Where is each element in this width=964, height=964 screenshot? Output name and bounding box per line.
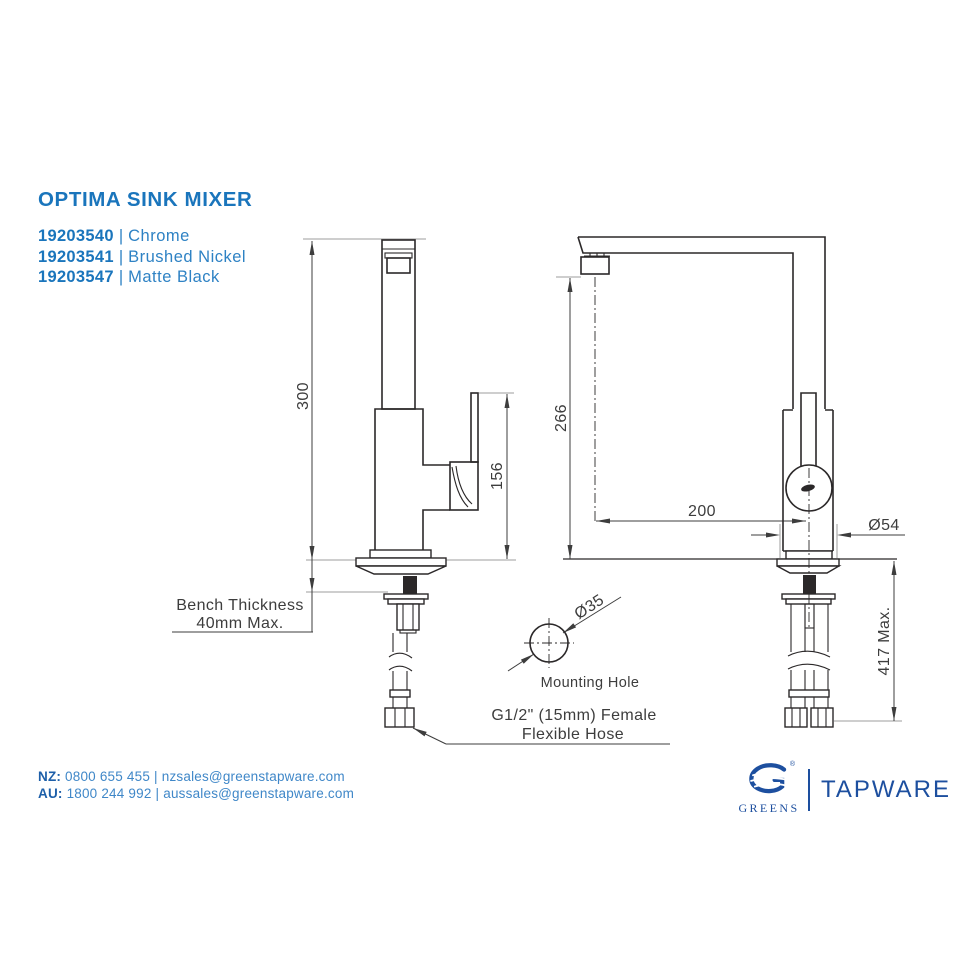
page-title: OPTIMA SINK MIXER <box>38 188 253 211</box>
contact-row-nz: NZ: 0800 655 455|nzsales@greenstapware.c… <box>38 769 354 786</box>
threaded-shank <box>403 576 417 594</box>
spout-arm <box>577 236 826 409</box>
product-code-row: 19203547|Matte Black <box>38 267 246 288</box>
email-address: aussales@greenstapware.com <box>163 785 355 801</box>
dim-spout-reach: 200 <box>688 503 716 520</box>
separator: | <box>154 769 158 784</box>
dim-handle-height: 156 <box>489 462 506 490</box>
separator: | <box>118 247 124 266</box>
hose-note-line2: Flexible Hose <box>522 726 624 743</box>
handle-lever-side <box>470 392 479 463</box>
mounting-hole-label: Mounting Hole <box>541 675 640 691</box>
product-code: 19203541 <box>38 247 114 266</box>
product-code-list: 19203540|Chrome 19203541|Brushed Nickel … <box>38 226 246 288</box>
base-flange <box>369 549 432 559</box>
dim-spout-height: 266 <box>553 404 570 432</box>
region-label: AU: <box>38 785 63 801</box>
brand-name: GREENS <box>738 801 800 815</box>
dim-total-height: 300 <box>295 382 312 410</box>
product-code: 19203547 <box>38 268 114 287</box>
flexible-hose <box>392 633 408 652</box>
product-code-row: 19203541|Brushed Nickel <box>38 247 246 268</box>
dim-install-height: 417 Max. <box>876 606 893 675</box>
phone-number: 0800 655 455 <box>65 769 151 784</box>
product-finish: Matte Black <box>128 268 220 287</box>
handle-housing <box>449 461 479 511</box>
handle-lever-front <box>800 392 817 466</box>
product-code: 19203540 <box>38 227 114 245</box>
side-view-linework <box>355 239 479 728</box>
dimension-lines <box>172 241 905 745</box>
separator: | <box>118 268 124 287</box>
brand-wordmark: TAPWARE <box>821 775 952 803</box>
hose-hex-fitting <box>810 707 834 728</box>
dimension-labels: 300 156 266 200 Ø54 417 Max. Ø35 Bench T… <box>176 382 899 743</box>
brand-logo: ® GREENS TAPWARE <box>737 761 952 816</box>
hose-hex-fitting <box>384 707 415 728</box>
centerlines <box>524 277 810 668</box>
mounting-nut <box>396 603 420 631</box>
registered-mark: ® <box>789 761 795 768</box>
greens-logo-mark: ® GREENS <box>737 761 801 816</box>
product-finish: Brushed Nickel <box>128 247 247 266</box>
spout-outlet-side <box>386 257 411 274</box>
extension-lines <box>303 238 902 722</box>
bench-note-line1: Bench Thickness <box>176 597 304 614</box>
separator: | <box>155 785 160 801</box>
separator: | <box>118 227 124 245</box>
phone-number: 1800 244 992 <box>66 785 152 801</box>
dim-hole-diameter: Ø35 <box>572 592 608 623</box>
hose-note-line1: G1/2" (15mm) Female <box>491 707 656 724</box>
contact-block: NZ: 0800 655 455|nzsales@greenstapware.c… <box>38 769 354 803</box>
inlet-hoses <box>790 604 829 652</box>
hose-hex-fitting <box>784 707 808 728</box>
region-label: NZ: <box>38 769 62 784</box>
greens-g-icon <box>749 763 789 794</box>
spout-outlet-front <box>580 256 610 275</box>
logo-divider <box>808 768 810 811</box>
contact-row-au: AU: 1800 244 992|aussales@greenstapware.… <box>38 786 354 803</box>
product-finish: Chrome <box>128 227 190 245</box>
product-code-row: 19203540|Chrome <box>38 226 246 247</box>
bench-note-line2: 40mm Max. <box>196 615 283 632</box>
front-view-linework <box>577 236 842 728</box>
email-address: nzsales@greenstapware.com <box>161 769 345 784</box>
dim-base-diameter: Ø54 <box>868 517 899 534</box>
mixer-body <box>782 409 834 552</box>
mounting-washer <box>383 593 429 600</box>
